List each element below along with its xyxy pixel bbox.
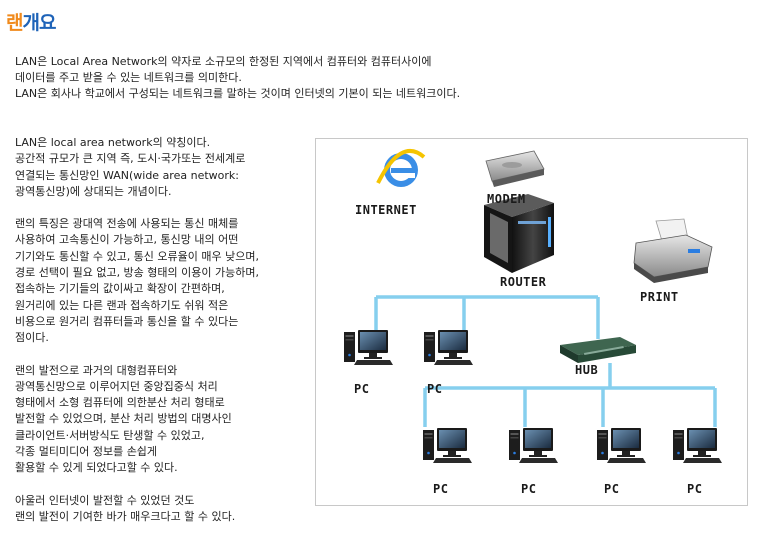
intro-text: LAN은 Local Area Network의 약자로 소규모의 한정된 지역… (15, 54, 460, 102)
text-line: 형태에서 소형 컴퓨터에 의한분산 처리 형태로 (15, 396, 225, 410)
computer-icon (423, 428, 472, 463)
modem-label: MODEM (487, 192, 526, 206)
pc-label: PC (433, 482, 449, 496)
pc-label: PC (521, 482, 537, 496)
page-title: 랜개요 (6, 8, 56, 35)
computer-icon (344, 330, 393, 365)
text-line: 기기와도 통신할 수 있고, 통신 오류율이 매우 낮으며, (15, 249, 259, 263)
text-line: 각종 멀티미디어 정보를 손쉽게 (15, 445, 158, 459)
text-line: LAN은 local area network의 약칭이다. (15, 136, 211, 149)
intro-line: 데이터를 주고 받을 수 있는 네트워크를 의미한다. (15, 71, 242, 84)
network-lines (374, 295, 717, 427)
paragraph-features: 랜의 특징은 광대역 전송에 사용되는 통신 매체를 사용하여 고속통신이 가능… (15, 216, 315, 346)
text-line: 광역통신망으로 이루어지던 중앙집중식 처리 (15, 379, 218, 393)
text-line: 원거리에 있는 다른 랜과 접속하기도 쉬워 적은 (15, 298, 229, 312)
internet-explorer-icon (376, 149, 426, 187)
text-line: 연결되는 통신망인 WAN(wide area network: (15, 168, 239, 182)
paragraph-internet: 아울러 인터넷이 발전할 수 있었던 것도 랜의 발전이 기여한 바가 매우크다… (15, 493, 315, 526)
network-diagram-svg (344, 149, 722, 463)
computer-icon (597, 428, 646, 463)
text-line: 경로 선택이 필요 없고, 방송 형태의 이용이 가능하며, (15, 266, 259, 280)
text-line: 접속하는 기기들의 값이싸고 확장이 간편하며, (15, 282, 225, 296)
intro-line: LAN은 회사나 학교에서 구성되는 네트워크를 말하는 것이며 인터넷의 기본… (15, 87, 461, 100)
hub-label: HUB (575, 363, 599, 377)
modem-icon (485, 150, 545, 187)
router-label: ROUTER (500, 275, 547, 289)
computer-icon (673, 428, 722, 463)
print-label: PRINT (640, 290, 679, 304)
paragraph-definition: LAN은 local area network의 약칭이다. 공간적 규모가 큰… (15, 135, 315, 200)
text-line: 랜의 발전으로 과거의 대형컴퓨터와 (15, 363, 178, 377)
text-line: 광역통신망)에 상대되는 개념이다. (15, 184, 172, 198)
paragraph-development: 랜의 발전으로 과거의 대형컴퓨터와 광역통신망으로 이루어지던 중앙집중식 처… (15, 363, 315, 477)
computer-icon (424, 330, 473, 365)
text-line: 비용으로 원거리 컴퓨터들과 통신을 할 수 있다는 (15, 314, 239, 328)
pc-label: PC (354, 382, 370, 396)
internet-label: INTERNET (355, 203, 417, 217)
computer-icon (509, 428, 558, 463)
intro-line: LAN은 Local Area Network의 약자로 소규모의 한정된 지역… (15, 55, 432, 68)
text-line: 아울러 인터넷이 발전할 수 있었던 것도 (15, 493, 195, 507)
text-line: 발전할 수 있었으며, 분산 처리 방법의 대명사인 (15, 412, 232, 426)
title-part-lan: 랜 (6, 12, 24, 34)
text-line: 점이다. (15, 331, 49, 345)
router-icon (484, 194, 554, 273)
title-part-overview: 개요 (22, 12, 56, 34)
text-line: 공간적 규모가 큰 지역 즉, 도시·국가또는 전세계로 (15, 152, 246, 166)
text-line: 클라이언트·서버방식도 탄생할 수 있었고, (15, 428, 205, 442)
text-line: 사용하여 고속통신이 가능하고, 통신망 내의 어떤 (15, 233, 239, 247)
text-line: 랜의 특징은 광대역 전송에 사용되는 통신 매체를 (15, 217, 239, 231)
hub-icon (560, 337, 636, 363)
pc-label: PC (427, 382, 443, 396)
printer-icon (633, 218, 713, 283)
network-diagram: INTERNET MODEM ROUTER PRINT HUB PC PC PC… (315, 138, 748, 506)
text-line: 랜의 발전이 기여한 바가 매우크다고 할 수 있다. (15, 509, 236, 523)
body-text: LAN은 local area network의 약칭이다. 공간적 규모가 큰… (15, 135, 315, 541)
pc-label: PC (687, 482, 703, 496)
pc-label: PC (604, 482, 620, 496)
text-line: 활용할 수 있게 되었다고할 수 있다. (15, 461, 178, 475)
